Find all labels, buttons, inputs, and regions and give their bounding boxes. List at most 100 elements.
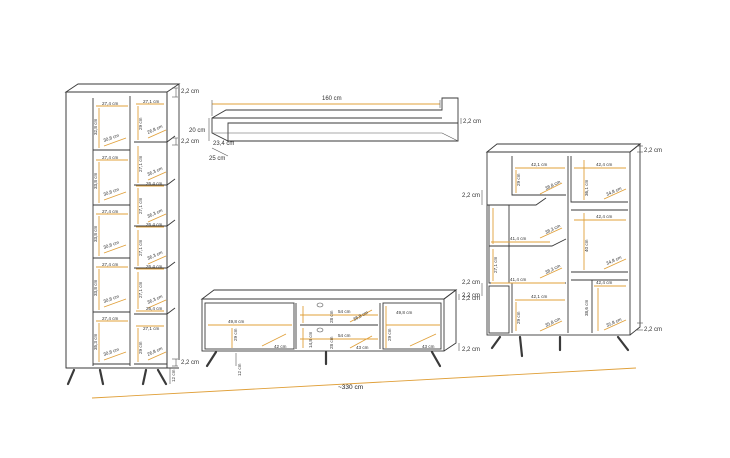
label-depth: 36,3 cm bbox=[146, 294, 163, 305]
label-depth: 34,8 cm bbox=[605, 186, 622, 197]
label-depth: 26,8 cm bbox=[146, 124, 163, 135]
label-height: 29 cm bbox=[516, 311, 521, 324]
label-width: 41,4 cm bbox=[510, 236, 527, 241]
label-thickness: 2,2 cm bbox=[644, 327, 662, 333]
tv-unit: 49,8 cm 54 cm 54 cm 49,8 cm 29 cm 28 cm … bbox=[200, 289, 480, 376]
label-width: 42,4 cm bbox=[596, 214, 613, 219]
label-depth: 38,8 cm bbox=[544, 179, 561, 191]
label-width: 27,4 cm bbox=[102, 155, 119, 160]
bookcase-front bbox=[486, 151, 631, 336]
tall-left-labels: 27,4 cm 27,4 cm 27,4 cm 27,4 cm 27,4 cm … bbox=[93, 101, 120, 357]
label-depth: 35,8 cm bbox=[605, 317, 622, 328]
wall-shelf: 160 cm 20 cm 23,4 cm 25 cm 2,2 cm bbox=[189, 96, 481, 162]
label-depth: 43 cm bbox=[422, 344, 435, 349]
label-height: 29 cm bbox=[138, 117, 143, 130]
shelf-outline bbox=[211, 97, 459, 142]
tall-unit-leg bbox=[98, 368, 105, 386]
label-width: 27,4 cm bbox=[102, 101, 119, 106]
tall-left-shelves bbox=[93, 149, 130, 365]
label-thickness: 2,2 cm bbox=[462, 280, 480, 286]
shelf-front-edge bbox=[212, 132, 459, 142]
label-height: 40 cm bbox=[584, 239, 589, 252]
tall-unit-leg bbox=[156, 368, 168, 386]
label-shelf-height: 20 cm bbox=[189, 128, 205, 134]
bookcase-top bbox=[485, 143, 642, 153]
label-depth: 38,3 cm bbox=[544, 263, 561, 275]
label-thickness: 2,2 cm bbox=[462, 293, 480, 299]
label-height: 33,8 cm bbox=[93, 225, 98, 242]
label-height: 29 cm bbox=[233, 328, 238, 341]
tv-unit-leg bbox=[430, 350, 442, 368]
tv-unit-left-compartment bbox=[204, 302, 295, 350]
label-height: 29 cm bbox=[516, 173, 521, 186]
tall-unit-top bbox=[64, 83, 181, 93]
label-height: 27,1 cm bbox=[493, 256, 498, 273]
label-height: 32,8 cm bbox=[93, 118, 98, 135]
label-depth: 36,3 cm bbox=[146, 250, 163, 261]
label-height: 27,1 cm bbox=[138, 155, 143, 172]
label-depth: 26,8 cm bbox=[146, 346, 163, 357]
bookcase-leg bbox=[518, 335, 524, 358]
label-height: 36,1 cm bbox=[584, 179, 589, 196]
label-width: 54 cm bbox=[338, 333, 351, 338]
label-width: 27,1 cm bbox=[143, 99, 160, 104]
label-height: 33,8 cm bbox=[93, 172, 98, 189]
label-width: 54 cm bbox=[338, 309, 351, 314]
bookcase-left-shelves bbox=[487, 156, 567, 334]
tv-unit-leg bbox=[205, 350, 218, 368]
label-height: 29 cm bbox=[387, 328, 392, 341]
tv-unit-right-compartment bbox=[382, 302, 442, 350]
label-height: 33,8 cm bbox=[93, 279, 98, 296]
label-depth: 38,8 cm bbox=[352, 310, 369, 322]
tall-unit-front bbox=[65, 91, 168, 369]
bookcase-right-shelves bbox=[570, 156, 628, 333]
label-height: 28 cm bbox=[329, 310, 334, 323]
label-width: 42,1 cm bbox=[531, 294, 548, 299]
overall-width-line bbox=[91, 367, 637, 399]
tall-unit: 27,4 cm 27,4 cm 27,4 cm 27,4 cm 27,4 cm … bbox=[64, 83, 199, 386]
tv-unit-top bbox=[200, 289, 458, 300]
label-thickness: 2,2 cm bbox=[462, 193, 480, 199]
label-width: 26,4 cm bbox=[146, 306, 163, 311]
tall-unit-leg bbox=[141, 368, 148, 386]
label-width: 27,4 cm bbox=[102, 209, 119, 214]
tv-unit-front bbox=[201, 298, 445, 352]
tv-unit-dimensions bbox=[208, 294, 460, 366]
label-height: 29 cm bbox=[138, 341, 143, 354]
label-depth: 30,8 cm bbox=[103, 347, 120, 357]
label-shelf-depth: 25 cm bbox=[209, 156, 225, 162]
label-height: 27,1 cm bbox=[138, 197, 143, 214]
label-depth: 38,3 cm bbox=[544, 223, 561, 235]
label-depth: 36,3 cm bbox=[146, 208, 163, 219]
label-shelf-thickness: 2,2 cm bbox=[463, 119, 481, 125]
label-overall-width: ~330 cm bbox=[338, 384, 363, 391]
label-width: 27,4 cm bbox=[102, 262, 119, 267]
label-height: 38,6 cm bbox=[584, 299, 589, 316]
label-width: 42,4 cm bbox=[596, 280, 613, 285]
label-height: 28 cm bbox=[329, 336, 334, 349]
label-shelf-length: 160 cm bbox=[322, 96, 342, 102]
label-width: 27,1 cm bbox=[143, 326, 160, 331]
label-depth: 30,8 cm bbox=[103, 133, 120, 143]
label-depth: 43 cm bbox=[356, 345, 369, 350]
overall-width-dimension: ~330 cm bbox=[91, 367, 637, 399]
label-width: 41,4 cm bbox=[510, 277, 527, 282]
label-width: 49,8 cm bbox=[396, 310, 413, 315]
label-depth: 36,3 cm bbox=[146, 166, 163, 177]
label-shelf-inner-depth: 23,4 cm bbox=[213, 141, 234, 147]
label-width: 42,4 cm bbox=[596, 162, 613, 167]
label-thickness: 2,2 cm bbox=[462, 296, 480, 302]
label-height: 27,1 cm bbox=[138, 281, 143, 298]
shelf-lines bbox=[212, 117, 458, 141]
label-width: 26,4 cm bbox=[146, 181, 163, 186]
label-depth: 30,8 cm bbox=[103, 240, 120, 250]
label-width: 26,4 cm bbox=[146, 222, 163, 227]
label-thickness: 2,2 cm bbox=[181, 360, 199, 366]
tall-right-dimensions bbox=[136, 103, 167, 362]
label-depth: 30,8 cm bbox=[103, 187, 120, 197]
label-depth: 35,8 cm bbox=[544, 316, 561, 328]
tall-left-dimensions bbox=[96, 105, 128, 362]
label-depth: 42 cm bbox=[274, 344, 287, 349]
tv-unit-side bbox=[443, 289, 457, 352]
